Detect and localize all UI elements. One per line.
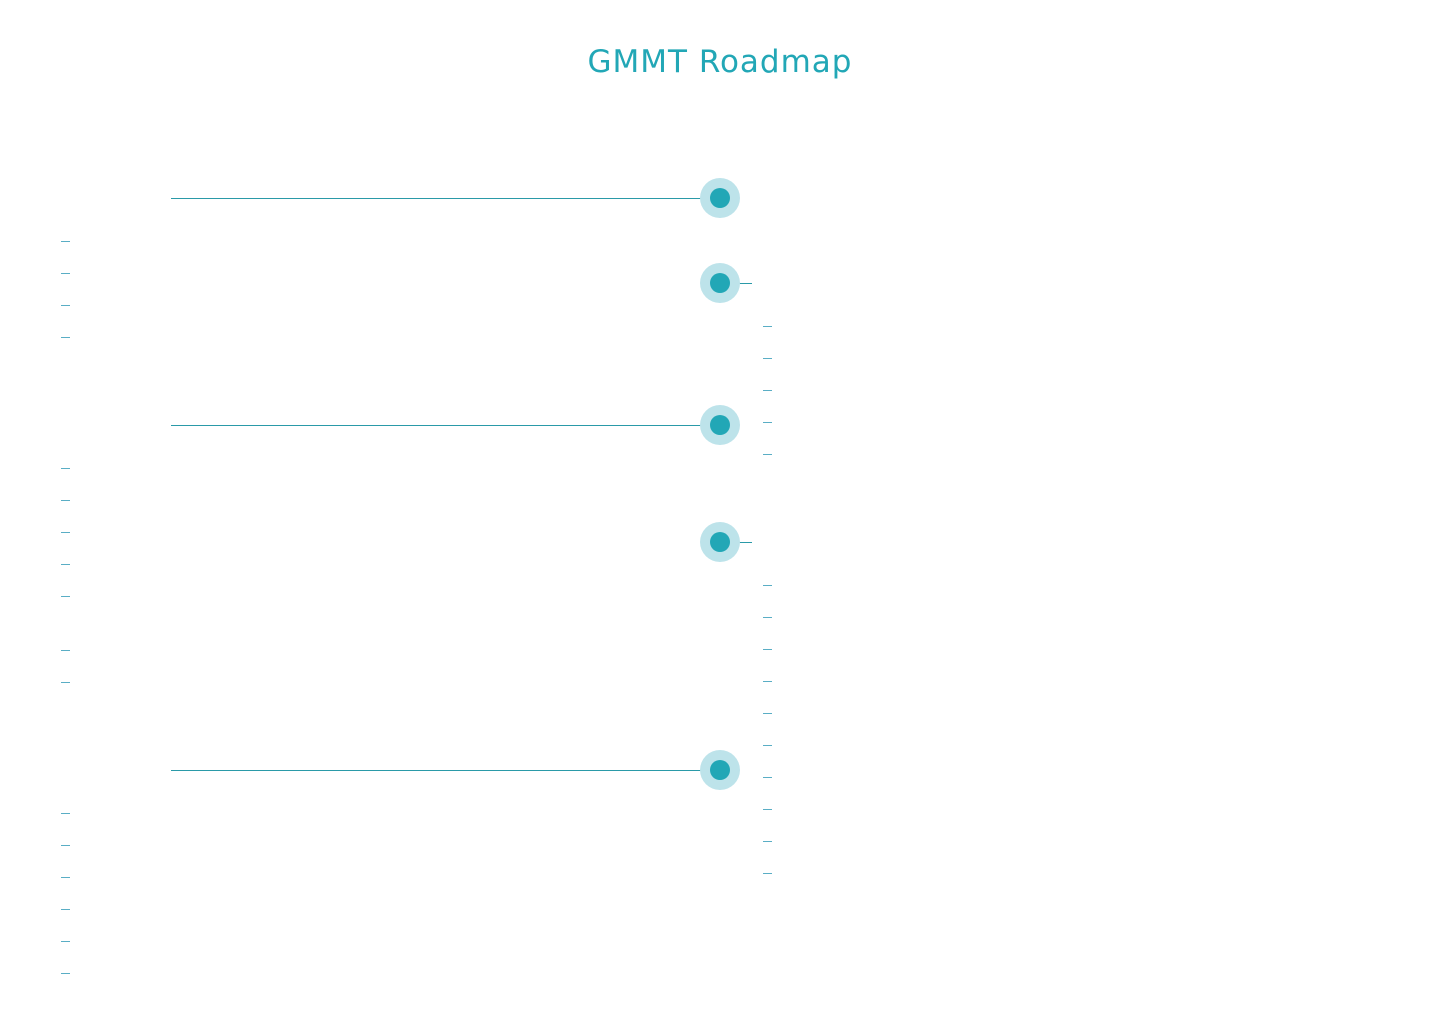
bullet-dash-icon xyxy=(61,337,70,338)
bullet-dash-icon xyxy=(61,596,70,597)
milestone-4-dot-icon xyxy=(710,532,730,552)
bullet-dash-icon xyxy=(763,841,772,842)
bullet-dash-icon xyxy=(763,358,772,359)
milestone-3-dot-icon xyxy=(710,415,730,435)
page-title: GMMT Roadmap xyxy=(587,44,853,80)
bullet-dash-icon xyxy=(763,809,772,810)
milestone-2-dot-icon xyxy=(710,273,730,293)
bullet-dash-icon xyxy=(61,500,70,501)
bullet-dash-icon xyxy=(61,973,70,974)
bullet-dash-icon xyxy=(61,468,70,469)
milestone-3-connector xyxy=(171,425,720,426)
bullet-dash-icon xyxy=(763,326,772,327)
milestone-5-dot-icon xyxy=(710,760,730,780)
bullet-dash-icon xyxy=(763,777,772,778)
bullet-dash-icon xyxy=(763,585,772,586)
bullet-dash-icon xyxy=(763,713,772,714)
bullet-dash-icon xyxy=(763,454,772,455)
milestone-1-node[interactable] xyxy=(700,178,740,218)
bullet-dash-icon xyxy=(763,422,772,423)
bullet-dash-icon xyxy=(763,390,772,391)
bullet-dash-icon xyxy=(61,813,70,814)
bullet-dash-icon xyxy=(61,941,70,942)
bullet-dash-icon xyxy=(61,532,70,533)
bullet-dash-icon xyxy=(61,564,70,565)
bullet-dash-icon xyxy=(61,241,70,242)
bullet-dash-icon xyxy=(61,305,70,306)
bullet-dash-icon xyxy=(61,845,70,846)
bullet-dash-icon xyxy=(763,649,772,650)
bullet-dash-icon xyxy=(763,745,772,746)
bullet-dash-icon xyxy=(763,873,772,874)
milestone-1-dot-icon xyxy=(710,188,730,208)
milestone-4-node[interactable] xyxy=(700,522,740,562)
milestone-5-node[interactable] xyxy=(700,750,740,790)
milestone-1-connector xyxy=(171,198,720,199)
bullet-dash-icon xyxy=(61,877,70,878)
bullet-dash-icon xyxy=(61,273,70,274)
milestone-5-connector xyxy=(171,770,720,771)
bullet-dash-icon xyxy=(61,682,70,683)
milestone-3-node[interactable] xyxy=(700,405,740,445)
bullet-dash-icon xyxy=(763,617,772,618)
bullet-dash-icon xyxy=(61,650,70,651)
bullet-dash-icon xyxy=(61,909,70,910)
bullet-dash-icon xyxy=(763,681,772,682)
milestone-2-node[interactable] xyxy=(700,263,740,303)
